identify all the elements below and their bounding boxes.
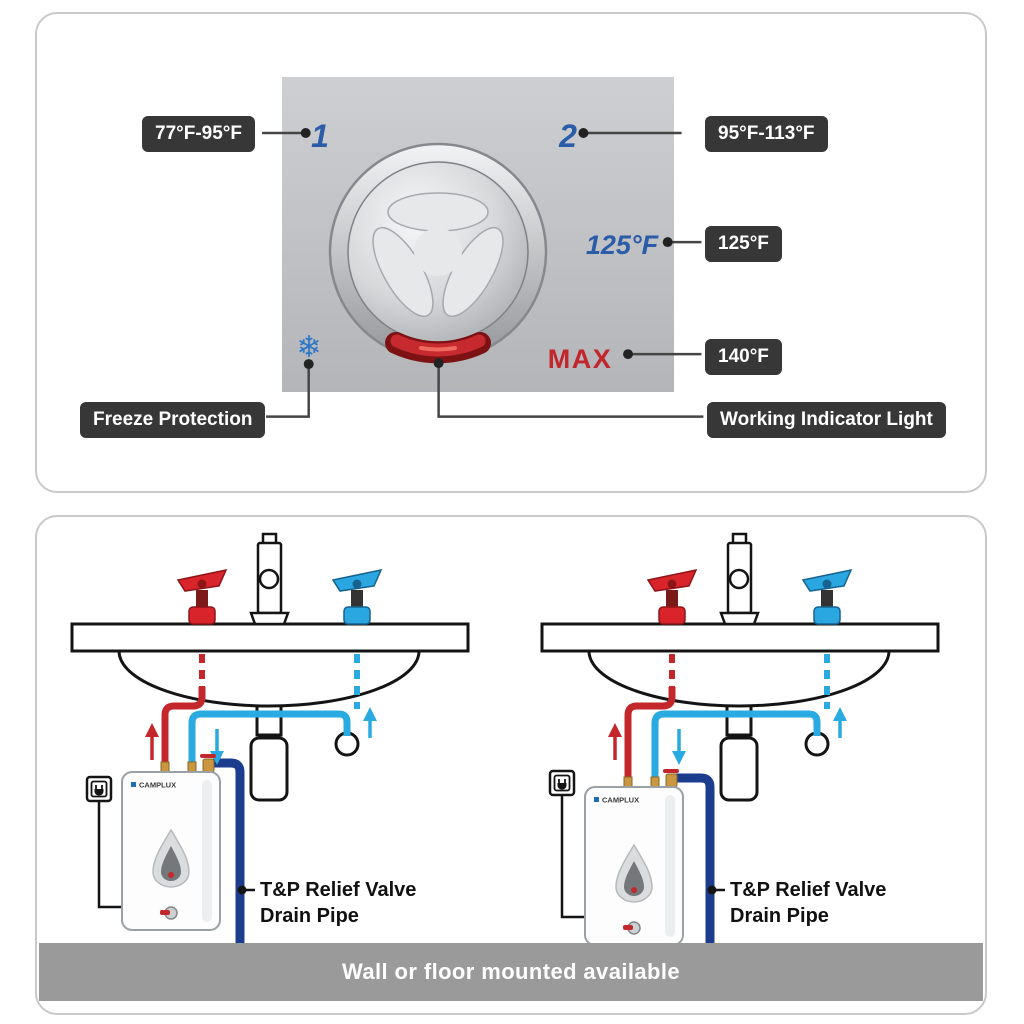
sink-assembly (542, 534, 938, 800)
callout-label: 140°F (718, 346, 769, 367)
floor-mounted-installation: T&P Relief Valve Drain Pipe (542, 534, 938, 949)
dial-mark-1: 1 (311, 118, 329, 154)
callout-label: 125°F (718, 233, 769, 254)
power-outlet-icon (548, 769, 576, 797)
installation-diagram: CAMPLUX (39, 519, 987, 949)
tp-relief-label-line1: T&P Relief Valve (730, 879, 886, 901)
tp-relief-label-line2: Drain Pipe (260, 905, 359, 927)
callout-freeze-protection: Freeze Protection (80, 402, 266, 438)
power-outlet-icon (85, 775, 113, 803)
callout-temp-range-1: 77°F-95°F (142, 116, 256, 152)
snowflake-icon: ❄ (296, 331, 321, 364)
dial-mark-2: 2 (558, 118, 577, 154)
indicator-highlight (419, 346, 457, 352)
tp-relief-label-line1: T&P Relief Valve (260, 879, 416, 901)
cold-water-pipe (188, 710, 351, 777)
dial-mark-max: MAX (548, 344, 613, 374)
power-cord (560, 795, 587, 919)
callout-label: Freeze Protection (93, 409, 253, 430)
callout-working-indicator: Working Indicator Light (707, 402, 946, 438)
hot-water-pipe (161, 687, 206, 777)
dial-panel: 1 2 125°F MAX ❄ (282, 77, 674, 392)
dial-grip (372, 192, 504, 318)
cold-water-pipe (651, 710, 821, 792)
tp-drain-pipe (675, 773, 715, 949)
temperature-dial-card: 1 2 125°F MAX ❄ (35, 12, 987, 493)
dial-mark-125: 125°F (586, 230, 660, 260)
temperature-dial: 1 2 125°F MAX ❄ (296, 118, 660, 374)
footer-banner-text: Wall or floor mounted available (342, 959, 680, 984)
power-cord (97, 801, 124, 909)
water-heater-floor-mounted (584, 768, 684, 946)
callout-temp-125: 125°F (705, 226, 782, 262)
installation-card: CAMPLUX (35, 515, 987, 1015)
hot-water-pipe (624, 687, 676, 792)
wall-mounted-installation: T&P Relief Valve Drain Pipe (72, 534, 468, 949)
sink-assembly (72, 534, 468, 800)
callout-temp-140: 140°F (705, 339, 782, 375)
tp-drain-pipe (209, 758, 245, 949)
water-heater-wall-mounted (121, 753, 221, 931)
tp-relief-label-line2: Drain Pipe (730, 905, 829, 927)
callout-temp-range-2: 95°F-113°F (705, 116, 828, 152)
callout-label: Working Indicator Light (720, 409, 933, 430)
footer-banner: Wall or floor mounted available (39, 943, 983, 1001)
callout-label: 77°F-95°F (155, 123, 243, 144)
callout-label: 95°F-113°F (718, 123, 815, 144)
